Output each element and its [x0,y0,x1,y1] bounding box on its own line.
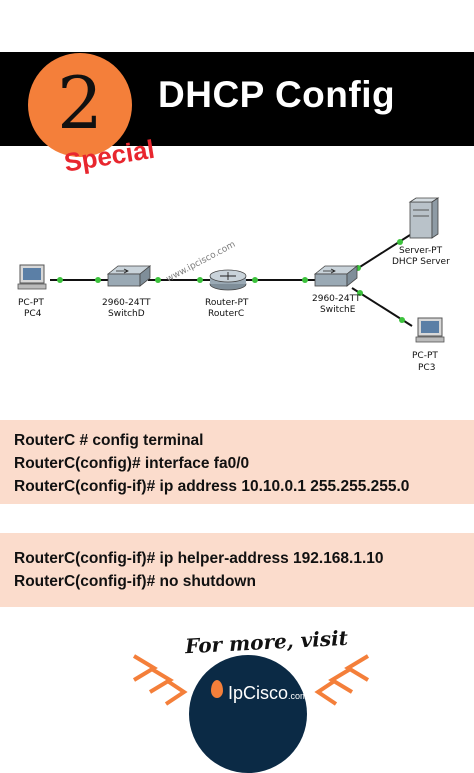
pc3-icon [415,317,445,343]
command-line: RouterC(config-if)# no shutdown [14,573,256,590]
chevron-left-icon [132,654,188,706]
link-light [57,277,63,283]
badge-number: 2 [57,61,103,145]
pc4-type-label: PC-PT [18,298,44,308]
page-title: DHCP Config [158,74,396,115]
switchd-name-label: SwitchD [108,309,145,319]
ipcisco-logo[interactable] [189,655,307,773]
chevron-right-icon [314,654,370,706]
link-light [357,290,363,296]
logo-drop-icon [211,680,223,698]
switch-icon [313,265,359,287]
logo-domain: .com [288,691,308,701]
pc3-type-label: PC-PT [412,351,438,361]
network-diagram: PC-PT PC4 2960-24TT SwitchD www.ipcisco.… [17,197,450,373]
link-light [155,277,161,283]
switch-icon [106,265,152,287]
routerc-name-label: RouterC [208,309,244,319]
switche-name-label: SwitchE [320,305,356,315]
router-icon [209,269,247,291]
pc4-icon [17,264,47,290]
link-light [399,317,405,323]
server-icon [408,197,440,239]
command-line: RouterC(config)# interface fa0/0 [14,455,250,472]
routerc-type-label: Router-PT [205,298,249,308]
command-line: RouterC(config-if)# ip address 10.10.0.1… [14,478,410,495]
pc4-name-label: PC4 [24,309,42,319]
switche-type-label: 2960-24TT [312,294,361,304]
link-light [302,277,308,283]
command-line: RouterC # config terminal [14,432,204,449]
command-block-2: RouterC(config-if)# ip helper-address 19… [0,533,474,607]
command-line: RouterC(config-if)# ip helper-address 19… [14,550,384,567]
command-block-1: RouterC # config terminal RouterC(config… [0,420,474,504]
link-light [197,277,203,283]
link-light [252,277,258,283]
logo-name: IpCisco [228,683,289,703]
link-light [95,277,101,283]
logo-text[interactable]: IpCisco.com [228,683,308,704]
number-badge: 2 [28,53,132,157]
server-type-label: Server-PT [399,246,443,256]
server-name-label: DHCP Server [392,257,450,267]
switchd-type-label: 2960-24TT [102,298,151,308]
pc3-name-label: PC3 [418,363,435,373]
link-light [397,239,403,245]
